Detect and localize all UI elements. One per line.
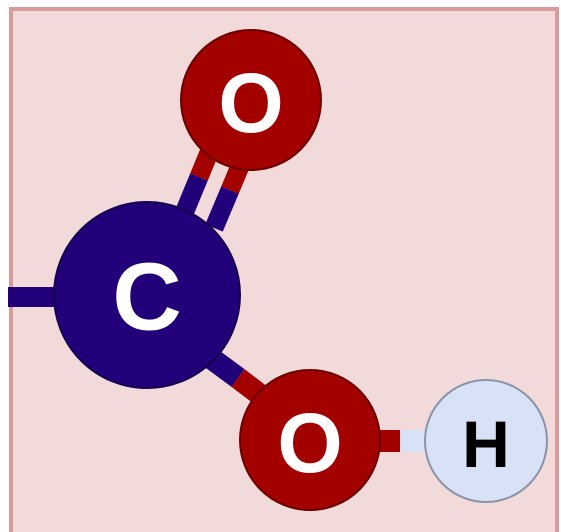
oxygen-atom-hydroxyl: O xyxy=(239,369,381,511)
carbon-atom: C xyxy=(53,201,241,389)
oxygen-atom-double-bonded: O xyxy=(180,29,322,171)
hydrogen-atom: H xyxy=(424,379,548,503)
carbon-atom-sphere xyxy=(53,201,241,389)
hydrogen-atom-sphere xyxy=(424,379,548,503)
oxygen-atom-double-sphere xyxy=(180,29,322,171)
carbon-atom-label: C xyxy=(112,244,181,351)
oxygen-atom-double-label: O xyxy=(218,56,283,150)
oxygen-atom-hydroxyl-label: O xyxy=(277,396,342,490)
hydrogen-atom-label: H xyxy=(462,407,510,481)
oxygen-atom-hydroxyl-sphere xyxy=(239,369,381,511)
